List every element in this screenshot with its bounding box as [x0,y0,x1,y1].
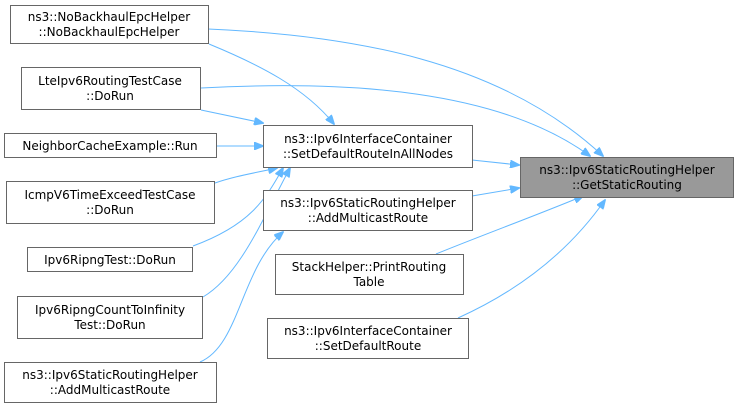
node-label-line2: ::DoRun [86,89,134,103]
edge-ltetest-to-getstatic [200,85,590,156]
node-label-line2: ::SetDefaultRoute [315,339,421,353]
edge-ltetest-to-setdefaultall [200,109,263,123]
node-no-backhaul-epc-helper[interactable]: ns3::NoBackhaulEpcHelper ::NoBackhaulEpc… [10,5,209,44]
node-label-line2: Test::DoRun [73,318,145,332]
node-set-default-route-in-all-nodes[interactable]: ns3::Ipv6InterfaceContainer ::SetDefault… [263,125,473,168]
node-add-multicast-route-mid[interactable]: ns3::Ipv6StaticRoutingHelper ::AddMultic… [263,190,473,231]
edges-to-set-default-all [192,43,334,298]
node-label-line2: ::DoRun [86,203,134,217]
edge-stackhelper-to-getstatic [435,196,583,255]
edge-ripngcount-to-setdefaultall [202,168,290,298]
node-label-line1: ns3::Ipv6InterfaceContainer [284,132,452,146]
node-label-line1: Ipv6RipngTest::DoRun [44,253,176,267]
node-label-line1: StackHelper::PrintRouting [292,260,446,274]
node-add-multicast-route-left[interactable]: ns3::Ipv6StaticRoutingHelper ::AddMultic… [4,362,217,403]
node-ipv6-ripng-test[interactable]: Ipv6RipngTest::DoRun [27,247,193,272]
node-label-line2: ::AddMulticastRoute [308,211,428,225]
edges [200,28,605,319]
node-label-line2: Table [352,275,384,289]
node-label-line2: ::SetDefaultRouteInAllNodes [283,147,453,161]
node-set-default-route[interactable]: ns3::Ipv6InterfaceContainer ::SetDefault… [267,318,469,359]
node-label-line2: ::NoBackhaulEpcHelper [39,25,180,39]
node-ipv6-ripng-count-to-infinity-test[interactable]: Ipv6RipngCountToInfinity Test::DoRun [17,296,203,339]
node-label-line1: ns3::Ipv6InterfaceContainer [284,324,452,338]
node-label-line1: IcmpV6TimeExceedTestCase [24,188,195,202]
edge-nobackhaul-to-setdefaultall [208,43,334,124]
node-lte-ipv6-routing-test-case[interactable]: LteIpv6RoutingTestCase ::DoRun [21,67,201,110]
edge-ripng-to-setdefaultall [192,168,283,247]
edge-icmp-to-setdefaultall [214,168,277,184]
node-label-line1: LteIpv6RoutingTestCase [38,74,182,88]
node-label-line1: ns3::NoBackhaulEpcHelper [28,10,190,24]
node-stack-helper-print-routing-table[interactable]: StackHelper::PrintRouting Table [275,254,464,295]
edge-setdefault-to-getstatic [457,200,605,319]
node-label-line1: ns3::Ipv6StaticRoutingHelper [539,163,715,177]
edge-nobackhaul-to-getstatic [207,28,603,156]
node-icmpv6-time-exceed-test-case[interactable]: IcmpV6TimeExceedTestCase ::DoRun [6,181,215,224]
node-label-line2: ::GetStaticRouting [572,178,682,192]
edge-addmcastmid-to-getstatic [471,188,519,197]
node-neighbor-cache-example[interactable]: NeighborCacheExample::Run [4,133,217,158]
node-label-line1: NeighborCacheExample::Run [22,139,197,153]
edge-setdefaultall-to-getstatic [471,159,519,165]
edge-addmcastleft-to-addmcastmid [199,232,283,363]
node-label-line1: ns3::Ipv6StaticRoutingHelper [280,196,456,210]
node-label-line1: ns3::Ipv6StaticRoutingHelper [22,368,198,382]
node-get-static-routing[interactable]: ns3::Ipv6StaticRoutingHelper ::GetStatic… [520,157,734,198]
node-label-line2: ::AddMulticastRoute [50,383,170,397]
node-label-line1: Ipv6RipngCountToInfinity [35,303,185,317]
